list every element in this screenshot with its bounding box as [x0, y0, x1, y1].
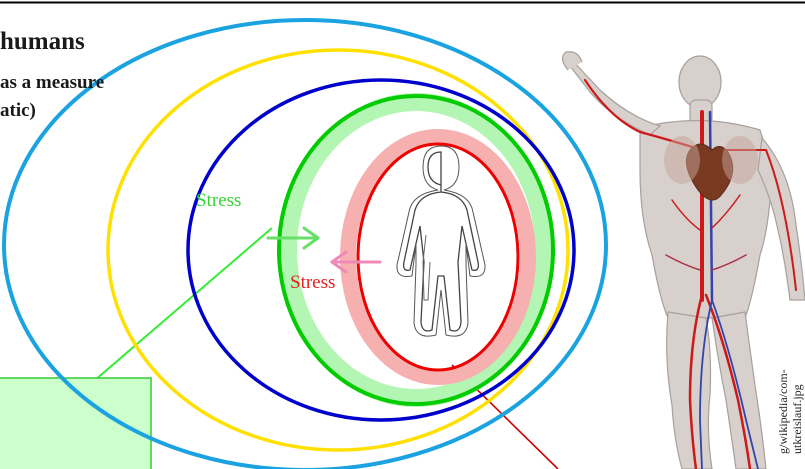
- human-outline-icon: [397, 146, 485, 336]
- stress-label-inner: Stress: [290, 272, 335, 294]
- ring-yellow: [108, 50, 568, 450]
- image-credit-line-2: utkreislauf.jpg: [790, 369, 804, 454]
- image-credit-line-1: g/wikipedia/com-: [776, 369, 790, 454]
- title-line-2: as a measure: [0, 72, 104, 94]
- stress-label-outer: Stress: [196, 190, 241, 212]
- image-credit: g/wikipedia/com- utkreislauf.jpg: [776, 369, 804, 454]
- title-line-1: humans: [0, 28, 85, 56]
- circulatory-system-figure: [562, 52, 805, 469]
- title-line-3: atic): [0, 100, 36, 122]
